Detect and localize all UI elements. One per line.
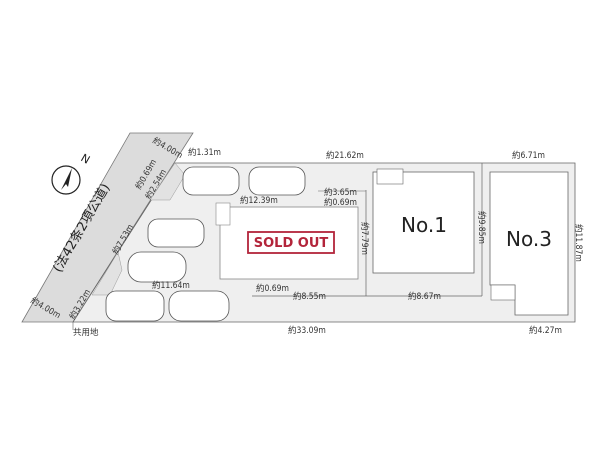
dim-1239: 約12.39m — [240, 195, 278, 206]
common-area-label: 共用地 — [73, 327, 99, 338]
compass-icon: N — [51, 151, 93, 195]
house-no1 — [372, 171, 475, 274]
dim-985: 約9.85m — [476, 211, 487, 244]
dim-855: 約8.55m — [293, 291, 326, 302]
dim-1187: 約11.87m — [573, 224, 584, 262]
dim-867: 約8.67m — [408, 291, 441, 302]
parking-cars — [105, 166, 306, 322]
house-no3 — [489, 171, 569, 316]
sold-out-label: SOLD OUT — [254, 236, 329, 251]
dim-1164: 約11.64m — [152, 280, 190, 291]
lot-no3-label: No.3 — [506, 227, 552, 251]
dim-2162: 約21.62m — [326, 150, 364, 161]
dim-3309: 約33.09m — [288, 325, 326, 336]
dim-671: 約6.71m — [512, 150, 545, 161]
car — [248, 166, 306, 196]
entrance — [490, 284, 516, 301]
car — [127, 251, 187, 283]
house-sold — [219, 206, 359, 280]
dim-427: 約4.27m — [529, 325, 562, 336]
car — [105, 290, 165, 322]
dim-779: 約7.79m — [359, 222, 370, 255]
car — [147, 218, 205, 248]
sold-out-badge — [247, 231, 335, 254]
dim-365: 約3.65m — [324, 187, 357, 198]
car — [168, 290, 230, 322]
road — [21, 132, 194, 323]
entrance — [215, 202, 231, 226]
entrance — [376, 168, 404, 185]
lot-no1-label: No.1 — [401, 213, 447, 237]
compass-north-label: N — [79, 151, 93, 166]
setback-strip — [149, 162, 186, 201]
car — [182, 166, 240, 196]
dim-069-mid: 約0.69m — [324, 197, 357, 208]
dim-069-bottom: 約0.69m — [256, 283, 289, 294]
dim-131: 約1.31m — [188, 147, 221, 158]
